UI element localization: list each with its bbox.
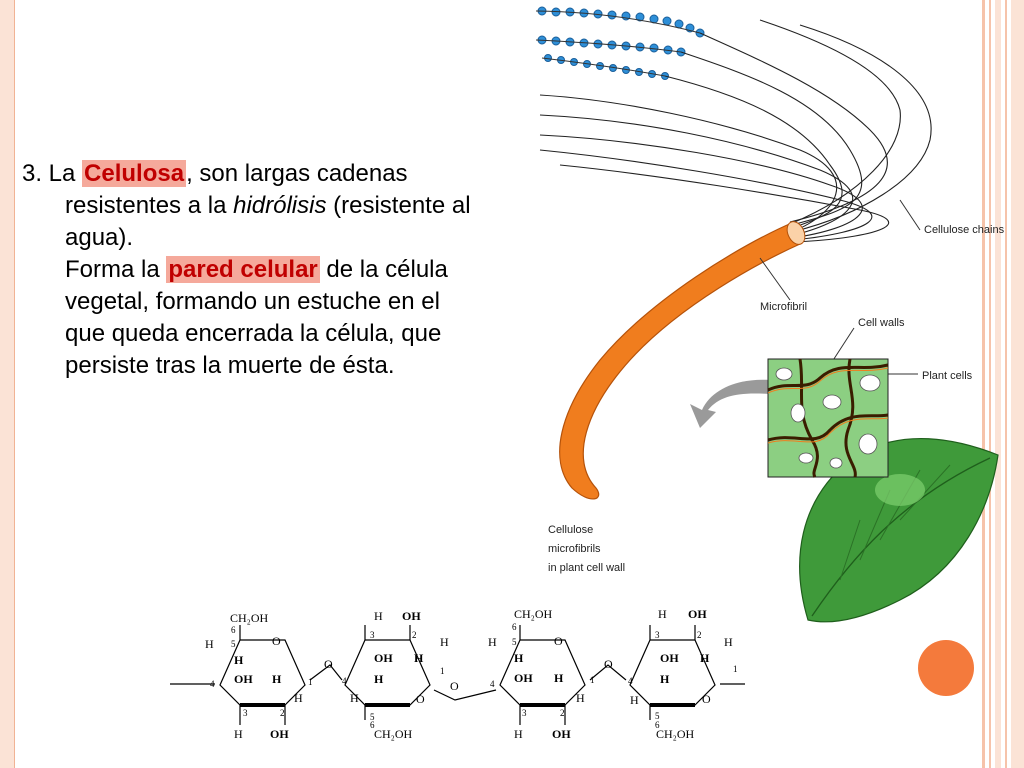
svg-text:H: H — [440, 635, 449, 649]
cellulose-chain-strands — [539, 19, 932, 243]
svg-text:1: 1 — [440, 666, 445, 676]
svg-text:H: H — [554, 671, 564, 685]
svg-text:OH: OH — [234, 672, 253, 686]
caption-line-3: in plant cell wall — [548, 562, 625, 574]
svg-text:H: H — [234, 653, 244, 667]
svg-text:H: H — [724, 635, 733, 649]
svg-text:H: H — [658, 607, 667, 621]
svg-text:O: O — [272, 634, 281, 648]
svg-text:H: H — [350, 691, 359, 705]
svg-text:5: 5 — [370, 712, 375, 722]
svg-text:1: 1 — [308, 677, 313, 687]
svg-text:3: 3 — [243, 708, 248, 718]
svg-text:3: 3 — [655, 630, 660, 640]
svg-text:O: O — [324, 657, 333, 671]
svg-text:H: H — [514, 727, 523, 741]
svg-text:1: 1 — [590, 675, 595, 685]
svg-text:2: 2 — [412, 630, 417, 640]
svg-text:H: H — [234, 727, 243, 741]
svg-text:H: H — [660, 672, 670, 686]
orange-dot-decoration — [918, 640, 974, 696]
leaf-illustration — [799, 437, 999, 623]
svg-text:H: H — [630, 693, 639, 707]
svg-text:4: 4 — [342, 676, 347, 686]
svg-text:O: O — [702, 692, 711, 706]
svg-text:O: O — [604, 657, 613, 671]
svg-text:CH₂OH: CH₂OH — [514, 607, 553, 621]
svg-text:2: 2 — [560, 708, 565, 718]
glucose-bead-chains — [535, 6, 705, 80]
text-line-3: agua). — [65, 224, 134, 251]
svg-text:OH: OH — [402, 609, 421, 623]
caption-line-2: microfibrils — [548, 543, 601, 555]
svg-text:OH: OH — [270, 727, 289, 741]
svg-text:6: 6 — [231, 625, 236, 635]
text-line-4: Forma la pared celular de la célula — [65, 256, 448, 283]
svg-text:OH: OH — [552, 727, 571, 741]
text-line-2: resistentes a la hidrólisis (resistente … — [65, 192, 471, 219]
svg-text:O: O — [554, 634, 563, 648]
svg-text:CH₂OH: CH₂OH — [374, 727, 413, 741]
text-line-6: que queda encerrada la célula, que — [65, 320, 442, 347]
label-cellulose-chains: Cellulose chains — [924, 224, 1005, 236]
svg-text:H: H — [576, 691, 585, 705]
svg-text:CH₂OH: CH₂OH — [230, 611, 269, 625]
svg-text:5: 5 — [512, 637, 517, 647]
svg-text:5: 5 — [231, 639, 236, 649]
svg-text:H: H — [205, 637, 214, 651]
svg-text:4: 4 — [210, 679, 215, 689]
svg-text:4: 4 — [628, 676, 633, 686]
svg-text:H: H — [294, 691, 303, 705]
svg-text:H: H — [514, 651, 524, 665]
left-border-decoration — [0, 0, 15, 768]
slide-body-text: 3. La Celulosa, son largas cadenas resis… — [22, 158, 602, 382]
svg-text:OH: OH — [514, 671, 533, 685]
cellulose-structural-formula: CH₂OH 6 5 O H H 4 OH H 1 H 3 2 H OH O H … — [170, 607, 745, 741]
highlight-celulosa: Celulosa — [82, 160, 187, 187]
svg-text:H: H — [374, 672, 384, 686]
svg-text:6: 6 — [370, 720, 375, 730]
label-plant-cells: Plant cells — [922, 370, 973, 382]
microfibril-tube — [559, 221, 806, 500]
highlight-pared-celular: pared celular — [166, 256, 320, 283]
text-line-5: vegetal, formando un estuche en el — [65, 288, 440, 315]
svg-text:H: H — [272, 672, 282, 686]
term-hidrolisis: hidrólisis — [233, 192, 327, 219]
svg-text:4: 4 — [490, 679, 495, 689]
label-cell-walls: Cell walls — [858, 317, 905, 329]
text-line-7: persiste tras la muerte de ésta. — [65, 352, 395, 379]
svg-text:H: H — [488, 635, 497, 649]
svg-text:CH₂OH: CH₂OH — [656, 727, 695, 741]
svg-text:6: 6 — [512, 622, 517, 632]
svg-text:3: 3 — [522, 708, 527, 718]
svg-text:1: 1 — [733, 664, 738, 674]
svg-text:6: 6 — [655, 720, 660, 730]
svg-text:2: 2 — [280, 708, 285, 718]
label-microfibril: Microfibril — [760, 301, 807, 313]
right-stripe-decoration — [978, 0, 1024, 768]
svg-text:O: O — [450, 679, 459, 693]
svg-text:2: 2 — [697, 630, 702, 640]
svg-text:OH: OH — [660, 651, 679, 665]
caption-line-1: Cellulose — [548, 524, 593, 536]
svg-text:H: H — [700, 651, 710, 665]
arrow-icon — [690, 379, 770, 428]
svg-text:OH: OH — [688, 607, 707, 621]
svg-text:5: 5 — [655, 711, 660, 721]
svg-text:3: 3 — [370, 630, 375, 640]
svg-text:O: O — [416, 692, 425, 706]
plant-cells-closeup — [767, 358, 889, 478]
text-line-1: 3. La Celulosa, son largas cadenas — [22, 160, 408, 187]
svg-text:H: H — [374, 609, 383, 623]
svg-text:H: H — [414, 651, 424, 665]
svg-text:OH: OH — [374, 651, 393, 665]
